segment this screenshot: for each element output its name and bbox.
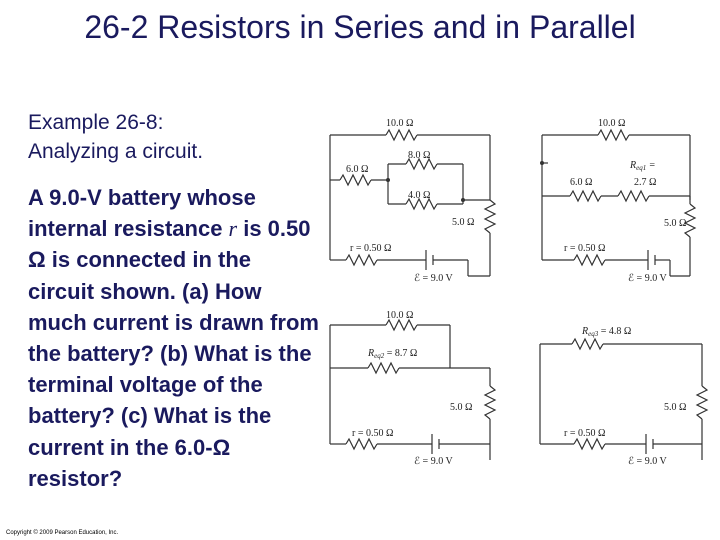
label-4-ohm-a: 4.0 Ω bbox=[408, 190, 430, 201]
label-6-ohm-b: 6.0 Ω bbox=[570, 177, 592, 188]
example-heading: Example 26-8: Analyzing a circuit. bbox=[28, 108, 318, 166]
label-10-ohm-a: 10.0 Ω bbox=[386, 118, 413, 129]
problem-variable-r: r bbox=[228, 216, 238, 242]
label-internal-r-b: r = 0.50 Ω bbox=[564, 243, 605, 254]
resistor-internal-a bbox=[345, 253, 378, 267]
label-emf-d: ℰ = 9.0 V bbox=[628, 456, 668, 467]
example-name: Analyzing a circuit. bbox=[28, 140, 204, 163]
resistor-5-ohm-a bbox=[483, 199, 497, 234]
circuit-d-diagram: Req3 = 4.8 Ω 5.0 Ω r = 0.50 Ω ℰ = 9.0 V bbox=[539, 326, 709, 467]
resistor-4-ohm-a bbox=[405, 197, 438, 211]
svg-text:Req2 = 8.7 Ω: Req2 = 8.7 Ω bbox=[367, 348, 417, 360]
label-emf-c: ℰ = 9.0 V bbox=[414, 456, 454, 467]
label-req1-sub: eq1 bbox=[636, 164, 646, 172]
problem-part1: A 9.0-V battery whose internal resistanc… bbox=[28, 185, 256, 242]
circuit-a-diagram: 10.0 Ω 8.0 Ω 6.0 Ω 4.0 Ω 5.0 Ω r = 0.50 … bbox=[329, 118, 497, 284]
svg-text:Req1 =: Req1 = bbox=[629, 160, 655, 172]
label-5-ohm-a: 5.0 Ω bbox=[452, 217, 474, 228]
resistor-internal-d bbox=[573, 437, 606, 451]
label-req3-value: = 4.8 Ω bbox=[598, 326, 631, 337]
resistor-6-ohm-a bbox=[339, 173, 372, 187]
label-10-ohm-c: 10.0 Ω bbox=[386, 310, 413, 321]
resistor-6-ohm-b bbox=[569, 189, 602, 203]
label-req2-value: = 8.7 Ω bbox=[384, 348, 417, 359]
resistor-10-ohm-a bbox=[385, 128, 418, 142]
label-5-ohm-c: 5.0 Ω bbox=[450, 402, 472, 413]
resistor-5-ohm-c bbox=[483, 385, 497, 420]
resistor-5-ohm-d bbox=[695, 385, 709, 420]
label-8-ohm-a: 8.0 Ω bbox=[408, 150, 430, 161]
label-req1-eq: = bbox=[646, 160, 655, 171]
label-internal-r-d: r = 0.50 Ω bbox=[564, 428, 605, 439]
junction-a2 bbox=[461, 198, 465, 202]
svg-text:Req3 = 4.8 Ω: Req3 = 4.8 Ω bbox=[581, 326, 631, 338]
label-req1-symbol: R bbox=[629, 160, 636, 171]
label-emf-b: ℰ = 9.0 V bbox=[628, 273, 668, 284]
resistor-internal-b bbox=[573, 253, 606, 267]
label-req2-sub: eq2 bbox=[374, 352, 385, 360]
label-5-ohm-d: 5.0 Ω bbox=[664, 402, 686, 413]
resistor-req1-b bbox=[617, 189, 650, 203]
label-req3-sub: eq3 bbox=[588, 330, 599, 338]
resistor-req3-d bbox=[571, 337, 604, 351]
label-5-ohm-b: 5.0 Ω bbox=[664, 218, 686, 229]
resistor-5-ohm-b bbox=[683, 203, 697, 238]
resistor-8-ohm-a bbox=[405, 157, 438, 171]
label-req3-symbol: R bbox=[581, 326, 588, 337]
resistor-req2-c bbox=[367, 361, 400, 375]
label-emf-a: ℰ = 9.0 V bbox=[414, 273, 454, 284]
copyright-notice: Copyright © 2009 Pearson Education, Inc. bbox=[6, 530, 119, 536]
circuit-b-diagram: 10.0 Ω Req1 = 2.7 Ω 6.0 Ω 5.0 Ω r = 0.50… bbox=[540, 118, 697, 284]
example-number: Example 26-8: bbox=[28, 111, 164, 134]
label-6-ohm-a: 6.0 Ω bbox=[346, 164, 368, 175]
problem-part2: is 0.50 Ω is connected in the circuit sh… bbox=[28, 216, 319, 491]
resistor-10-ohm-c bbox=[385, 318, 418, 332]
label-req2-symbol: R bbox=[367, 348, 374, 359]
circuit-c-diagram: 10.0 Ω Req2 = 8.7 Ω 5.0 Ω r = 0.50 Ω ℰ =… bbox=[329, 310, 497, 467]
label-10-ohm-b: 10.0 Ω bbox=[598, 118, 625, 129]
label-internal-r-c: r = 0.50 Ω bbox=[352, 428, 393, 439]
problem-statement: A 9.0-V battery whose internal resistanc… bbox=[28, 182, 320, 494]
slide-title: 26-2 Resistors in Series and in Parallel bbox=[84, 9, 636, 45]
resistor-10-ohm-b bbox=[597, 128, 630, 142]
resistor-internal-c bbox=[345, 437, 378, 451]
label-internal-r-a: r = 0.50 Ω bbox=[350, 243, 391, 254]
label-req1-value: 2.7 Ω bbox=[634, 177, 656, 188]
